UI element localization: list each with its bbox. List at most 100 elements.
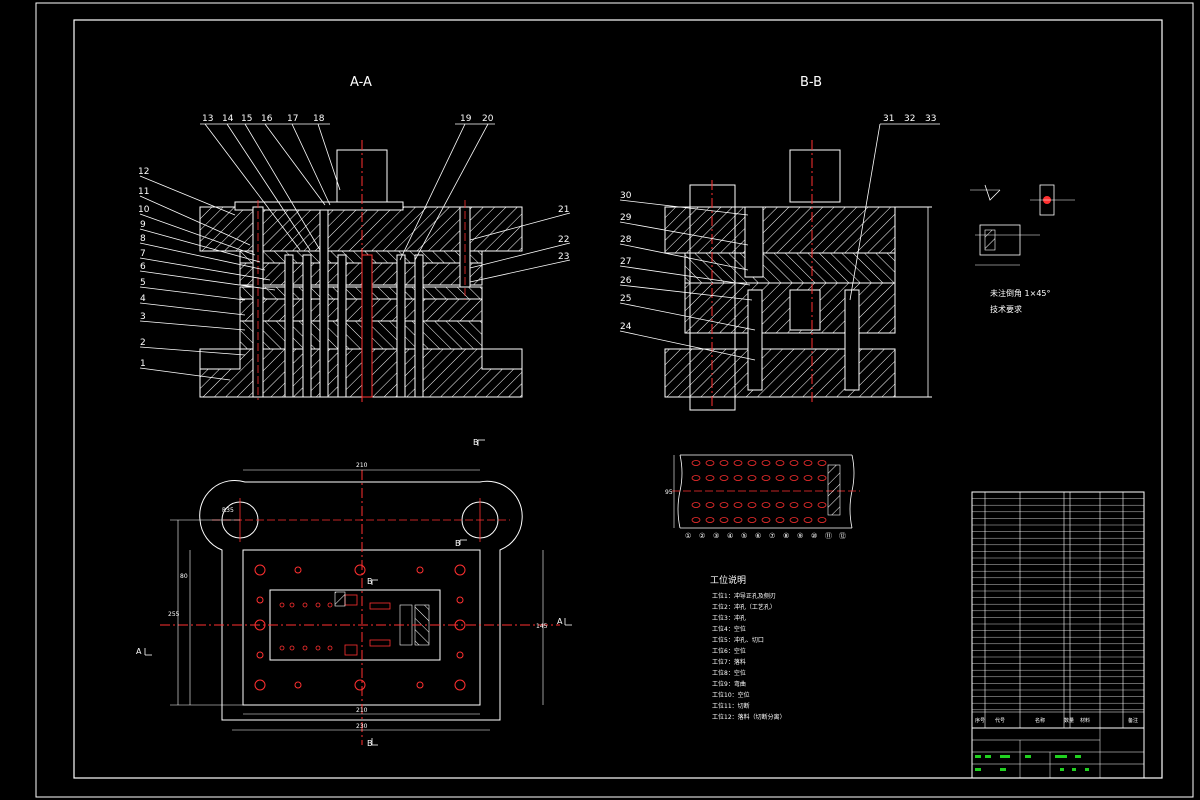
strip-side-dim: 95: [665, 489, 673, 496]
strip-hole: [803, 475, 813, 481]
strip-hole: [775, 460, 785, 466]
part-label-32: 32: [904, 114, 915, 124]
strip-hole: [803, 517, 813, 523]
strip-hole: [775, 475, 785, 481]
strip-station-label: ①: [685, 532, 691, 540]
process-line: 工位5：冲孔、切口: [712, 636, 764, 644]
process-line: 工位7：落料: [712, 658, 746, 666]
strip-hole: [691, 502, 701, 508]
strip-station-label: ⑨: [797, 532, 803, 540]
part-label-18: 18: [313, 114, 325, 124]
plan-dim-bottom-outer: 230: [356, 723, 368, 730]
process-line: 工位11：切断: [712, 702, 750, 710]
strip-station-label: ⑥: [755, 532, 761, 540]
part-label-23: 23: [558, 252, 569, 262]
strip-hole: [803, 502, 813, 508]
strip-hole: [747, 517, 757, 523]
bom-header-material: 材料: [1080, 717, 1090, 724]
strip-hole: [789, 460, 799, 466]
strip-hole: [733, 517, 743, 523]
bom-header-code: 代号: [995, 717, 1005, 724]
bom-header-no: 序号: [975, 717, 985, 724]
process-title: 工位说明: [710, 574, 746, 586]
part-label-28: 28: [620, 235, 632, 245]
strip-hole: [733, 460, 743, 466]
part-label-1: 1: [140, 359, 146, 369]
strip-station-label: ⑫: [839, 532, 846, 540]
strip-hole: [719, 475, 729, 481]
part-label-17: 17: [287, 114, 298, 124]
strip-station-label: ③: [713, 532, 719, 540]
part-label-24: 24: [620, 322, 632, 332]
part-label-4: 4: [140, 294, 146, 304]
part-label-19: 19: [460, 114, 472, 124]
strip-hole: [705, 517, 715, 523]
detail-view: 未注倒角 1×45° 技术要求: [970, 184, 1075, 314]
plan-view: 210 210 230 255 80 145 R35 A A B B B B: [136, 438, 572, 748]
section-marker-b-inner: B: [367, 577, 373, 586]
process-line: 工位8：空位: [712, 669, 746, 677]
part-label-33: 33: [925, 114, 936, 124]
process-line: 工位9：弯曲: [712, 680, 746, 688]
strip-hole: [719, 502, 729, 508]
section-marker-b-mid: B: [455, 539, 461, 548]
strip-hole: [705, 460, 715, 466]
part-label-9: 9: [140, 220, 146, 230]
strip-station-label: ⑩: [811, 532, 817, 540]
detail-note: 未注倒角 1×45°: [990, 288, 1051, 298]
strip-hole: [747, 502, 757, 508]
part-label-12: 12: [138, 167, 149, 177]
inner-border: [73, 19, 1163, 779]
strip-hole: [817, 460, 827, 466]
bom-header-note: 备注: [1128, 717, 1138, 724]
strip-hole: [747, 460, 757, 466]
section-marker-a-left: A: [136, 647, 142, 656]
strip-station-label: ④: [727, 532, 733, 540]
strip-hole: [775, 517, 785, 523]
strip-hole: [789, 517, 799, 523]
part-label-8: 8: [140, 234, 146, 244]
strip-station-label: ⑪: [825, 532, 832, 540]
process-notes: 工位说明 工位1：冲导正孔及侧刃工位2：冲孔（工艺孔）工位3：冲孔工位4：空位工…: [710, 574, 786, 721]
part-label-25: 25: [620, 294, 631, 304]
plan-dim-radius: R35: [222, 507, 234, 514]
strip-hole: [789, 475, 799, 481]
strip-station-label: ⑦: [769, 532, 775, 540]
detail-note-sub: 技术要求: [990, 304, 1022, 314]
process-line: 工位4：空位: [712, 625, 746, 633]
part-label-2: 2: [140, 338, 146, 348]
section-marker-a-right: A: [557, 617, 563, 626]
strip-hole: [719, 517, 729, 523]
part-label-13: 13: [202, 114, 213, 124]
plan-dim-left: 255: [168, 611, 180, 618]
strip-hole: [691, 475, 701, 481]
part-label-27: 27: [620, 257, 631, 267]
process-line: 工位12：落料（切断分离）: [712, 713, 786, 721]
part-label-3: 3: [140, 312, 146, 322]
part-label-16: 16: [261, 114, 273, 124]
strip-hole: [817, 517, 827, 523]
process-line: 工位6：空位: [712, 647, 746, 655]
bom-header-qty: 数量: [1064, 717, 1074, 724]
plan-dim-right: 145: [536, 623, 548, 630]
strip-hole: [803, 460, 813, 466]
part-label-6: 6: [140, 262, 146, 272]
strip-hole: [761, 502, 771, 508]
strip-hole: [747, 475, 757, 481]
process-line: 工位3：冲孔: [712, 614, 746, 622]
strip-hole: [761, 475, 771, 481]
section-marker-b-bottom: B: [367, 739, 373, 748]
strip-hole: [705, 502, 715, 508]
section-aa-view: A-A: [138, 75, 571, 405]
strip-hole: [761, 460, 771, 466]
part-label-21: 21: [558, 205, 569, 215]
process-line: 工位10：空位: [712, 691, 750, 699]
strip-hole: [817, 502, 827, 508]
part-label-30: 30: [620, 191, 632, 201]
section-marker-b-top: B: [473, 438, 479, 447]
part-label-14: 14: [222, 114, 234, 124]
strip-hole: [775, 502, 785, 508]
strip-hole: [691, 460, 701, 466]
strip-hole: [789, 502, 799, 508]
